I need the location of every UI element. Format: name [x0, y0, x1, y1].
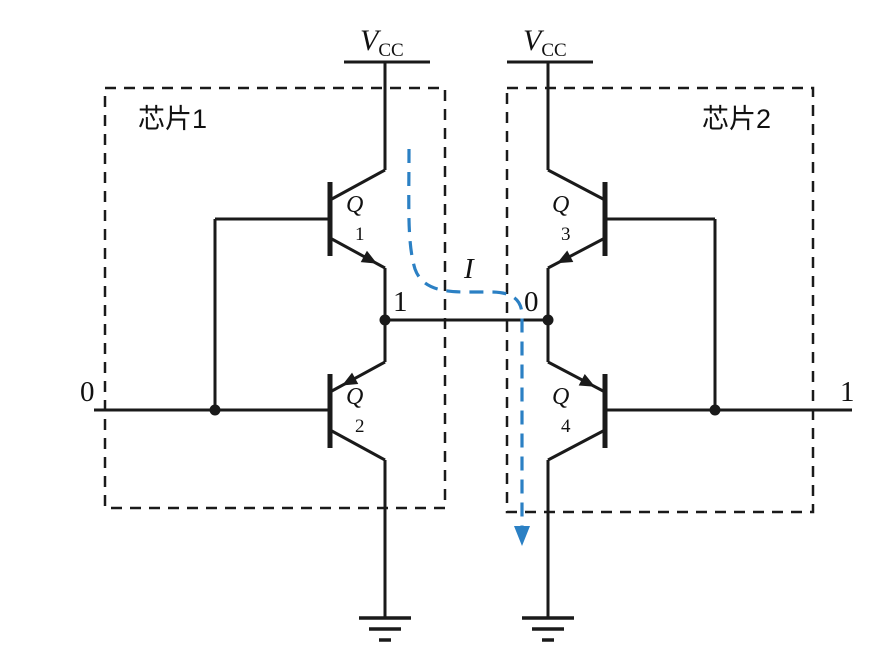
ground1-icon [359, 616, 411, 642]
vcc2-supply: VCC [507, 24, 593, 170]
chip2-input-level-label: 1 [840, 376, 855, 408]
vcc1-label: VCC [360, 24, 404, 61]
current-path [407, 148, 524, 526]
vcc1-supply: VCC [344, 24, 430, 170]
q3-emitter-arrow-icon [557, 250, 574, 264]
transistor-q3: Q 3 [546, 168, 608, 320]
chip2-input: 1 [605, 217, 855, 416]
q4-arrow-icon [578, 373, 595, 387]
transistor-q4: Q 4 [546, 320, 608, 618]
chip2-output-level-label: 0 [524, 286, 539, 318]
q3-collector-wire [547, 168, 606, 202]
q3-label-subscript: 3 [561, 224, 571, 245]
q1-collector-wire [329, 168, 386, 202]
q2-arrow-icon [342, 372, 359, 386]
q1-label-subscript: 1 [355, 224, 365, 245]
current-label: I [463, 253, 475, 285]
current-arrow-icon [514, 526, 530, 546]
chip2-output-node-dot [542, 314, 554, 326]
chip1-output-node-dot [379, 314, 391, 326]
chip1-input-level-label: 0 [80, 376, 95, 408]
q3-emitter-wire [547, 236, 606, 270]
q2-label-subscript: 2 [355, 416, 365, 437]
q1-emitter-arrow-icon [360, 250, 377, 264]
q4-label: Q [552, 384, 569, 410]
vcc2-label: VCC [523, 24, 567, 61]
current-flow: I [407, 148, 530, 546]
q2-lower-wire [329, 428, 386, 462]
ground2-icon [522, 616, 574, 642]
transistor-q1: Q 1 [327, 168, 387, 320]
q4-lower-wire [547, 428, 606, 462]
chip1-label: 芯片1 [138, 104, 207, 134]
chip2-label: 芯片2 [702, 104, 771, 134]
transistor-q2: Q 2 [327, 320, 387, 618]
q2-label: Q [346, 384, 363, 410]
chip2-boundary [505, 86, 815, 514]
q1-label: Q [346, 192, 363, 218]
q3-label: Q [552, 192, 569, 218]
q4-upper-wire [547, 360, 606, 394]
q4-label-subscript: 4 [561, 416, 571, 437]
output-bus: 1 0 [379, 286, 554, 326]
q2-upper-wire [329, 360, 386, 394]
chip1-output-level-label: 1 [393, 286, 408, 318]
chip1-input: 0 [80, 217, 330, 416]
